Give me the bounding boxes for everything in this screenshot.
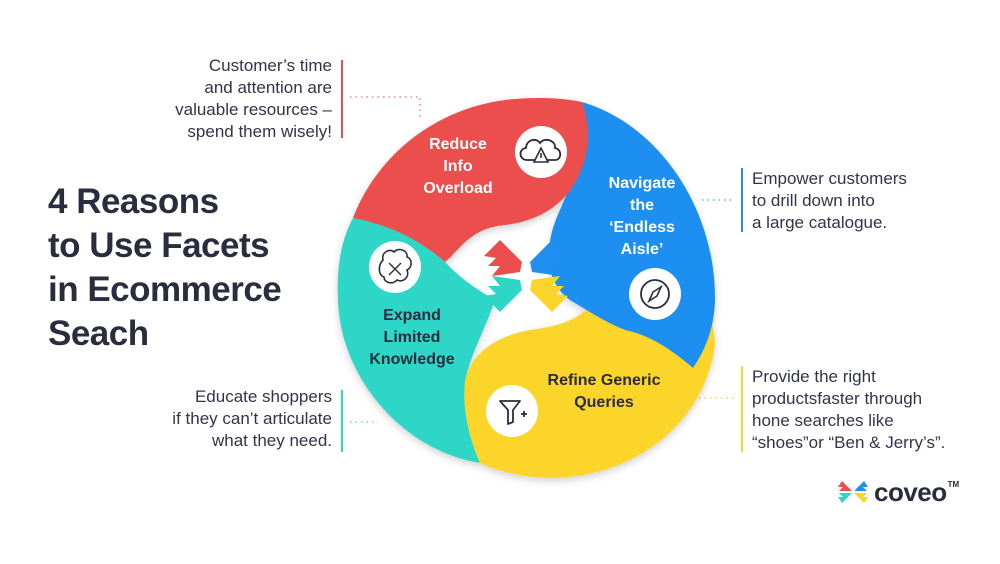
svg-text:‘Endless: ‘Endless xyxy=(609,219,675,236)
center-logo-icon xyxy=(484,240,568,312)
svg-text:Knowledge: Knowledge xyxy=(369,351,454,368)
connector-red xyxy=(350,96,421,118)
svg-text:Queries: Queries xyxy=(574,394,634,411)
note-bar-teal xyxy=(341,390,343,452)
svg-text:the: the xyxy=(630,197,654,214)
filter-plus-icon xyxy=(486,385,538,437)
svg-text:Expand: Expand xyxy=(383,307,441,324)
note-bottom-left: Educate shoppers if they can’t articulat… xyxy=(172,387,332,450)
note-bar-yellow xyxy=(741,366,743,452)
title-line: in Ecommerce xyxy=(48,270,282,309)
note-right-bottom: Provide the right productsfaster through… xyxy=(752,367,946,452)
segment-label-yellow: Refine Generic Queries xyxy=(548,372,661,411)
cloud-warning-icon xyxy=(515,126,567,178)
coveo-mark-icon xyxy=(838,481,868,503)
svg-text:Refine Generic: Refine Generic xyxy=(548,372,661,389)
svg-text:Limited: Limited xyxy=(384,329,441,346)
note-bar-red xyxy=(341,60,343,138)
note-top-left: Customer’s time and attention are valuab… xyxy=(175,56,332,141)
svg-text:Reduce: Reduce xyxy=(429,136,487,153)
note-right-top: Empower customers to drill down into a l… xyxy=(752,169,907,232)
title-line: 4 Reasons xyxy=(48,182,219,221)
trademark: TM xyxy=(947,479,960,489)
segment-label-blue: Navigate the ‘Endless Aisle’ xyxy=(609,175,676,258)
segment-label-teal: Expand Limited Knowledge xyxy=(369,307,454,368)
coveo-wordmark: coveo xyxy=(874,476,947,507)
svg-text:Overload: Overload xyxy=(423,180,492,197)
svg-text:Aisle’: Aisle’ xyxy=(621,241,664,258)
brain-icon xyxy=(369,241,421,293)
title-line: Seach xyxy=(48,314,149,353)
note-bar-blue xyxy=(741,168,743,232)
coveo-logo: coveo TM xyxy=(836,474,959,510)
page-title: 4 Reasons to Use Facets in Ecommerce Sea… xyxy=(48,180,338,356)
segment-label-red: Reduce Info Overload xyxy=(423,136,492,197)
compass-icon xyxy=(629,268,681,320)
svg-text:Navigate: Navigate xyxy=(609,175,676,192)
svg-text:Info: Info xyxy=(443,158,473,175)
title-line: to Use Facets xyxy=(48,226,270,265)
